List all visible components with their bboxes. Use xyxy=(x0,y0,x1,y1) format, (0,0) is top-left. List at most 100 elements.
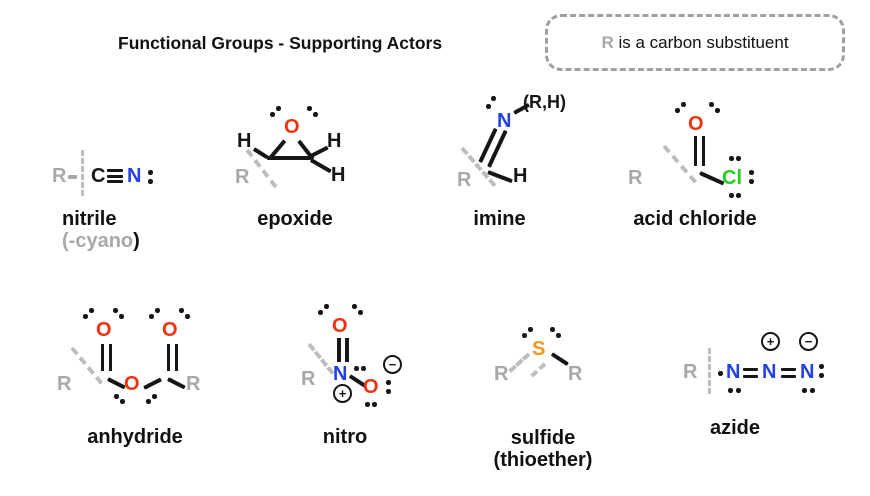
sulfide-r2: R xyxy=(568,363,583,385)
acid-chloride-o: O xyxy=(688,113,704,135)
lone-pair-dot xyxy=(386,389,391,394)
cut-mark xyxy=(70,346,104,385)
sulfide-r1: R xyxy=(494,363,509,385)
bond xyxy=(551,352,569,366)
nitro-o-right: O xyxy=(363,376,379,398)
bond xyxy=(167,377,186,389)
lone-pair-dot xyxy=(149,314,154,319)
lone-pair-dot xyxy=(155,308,160,313)
acid-chloride-r: R xyxy=(628,167,643,189)
group-label-nitro: nitro xyxy=(322,426,368,448)
bond-dot xyxy=(718,371,723,376)
bond xyxy=(310,158,332,173)
lone-pair-dot xyxy=(675,108,680,113)
anhydride-o-central: O xyxy=(124,373,140,395)
lone-pair-dot xyxy=(119,314,124,319)
r-note-rest: is a carbon substituent xyxy=(613,32,789,52)
sulfide-s: S xyxy=(532,338,546,360)
epoxide-h: H xyxy=(331,164,346,186)
lone-pair-dot xyxy=(819,373,824,378)
lone-pair-dot xyxy=(810,388,815,393)
epoxide-o: O xyxy=(284,116,300,138)
lone-pair-dot xyxy=(372,402,377,407)
lone-pair-dot xyxy=(152,394,157,399)
lone-pair-dot xyxy=(522,333,527,338)
imine-r: R xyxy=(457,169,472,191)
acid-chloride-cl: Cl xyxy=(722,167,742,189)
cut-mark xyxy=(708,348,711,394)
lone-pair-dot xyxy=(318,310,323,315)
lone-pair-dot xyxy=(486,104,491,109)
lone-pair-dot xyxy=(313,112,318,117)
lone-pair-dot xyxy=(352,304,357,309)
minus-charge: − xyxy=(383,355,402,374)
imine-substituent: (R,H) xyxy=(523,92,566,112)
lone-pair-dot xyxy=(307,106,312,111)
lone-pair-dot xyxy=(729,193,734,198)
anhydride-r1: R xyxy=(57,373,72,395)
double-bond xyxy=(108,344,112,371)
lone-pair-dot xyxy=(120,399,125,404)
epoxide-h: H xyxy=(327,130,342,152)
lone-pair-dot xyxy=(324,304,329,309)
r-note-box: R is a carbon substituent xyxy=(545,14,845,71)
epoxide-h: H xyxy=(237,130,252,152)
plus-charge: + xyxy=(761,332,780,351)
lone-pair-dot xyxy=(361,366,366,371)
anhydride-o1: O xyxy=(96,319,112,341)
lone-pair-dot xyxy=(736,156,741,161)
lone-pair-dot xyxy=(729,156,734,161)
imine-h: H xyxy=(513,165,528,187)
lone-pair-dot xyxy=(148,170,153,175)
lone-pair-dot xyxy=(89,308,94,313)
lone-pair-dot xyxy=(491,96,496,101)
anhydride-r2: R xyxy=(186,373,201,395)
lone-pair-dot xyxy=(179,308,184,313)
nitro-o-top: O xyxy=(332,315,348,337)
lone-pair-dot xyxy=(354,366,359,371)
lone-pair-dot xyxy=(728,388,733,393)
page-title: Functional Groups - Supporting Actors xyxy=(118,33,443,53)
lone-pair-dot xyxy=(736,388,741,393)
triple-bond xyxy=(107,180,123,183)
lone-pair-dot xyxy=(114,394,119,399)
bond xyxy=(267,156,311,160)
bond xyxy=(68,175,77,179)
bond xyxy=(107,377,126,389)
bond xyxy=(699,171,725,185)
group-sublabel-sulfide: (thioether) xyxy=(493,449,593,471)
cut-mark xyxy=(530,362,547,378)
imine-n: N xyxy=(497,110,512,132)
double-bond xyxy=(166,344,170,371)
lone-pair-dot xyxy=(736,193,741,198)
double-bond xyxy=(100,344,104,371)
plus-charge: + xyxy=(333,384,352,403)
bond xyxy=(143,377,162,390)
minus-charge: − xyxy=(799,332,818,351)
double-bond xyxy=(337,338,341,362)
lone-pair-dot xyxy=(148,179,153,184)
group-label-imine: imine xyxy=(473,208,526,230)
azide-n2: N xyxy=(762,361,777,383)
lone-pair-dot xyxy=(113,308,118,313)
lone-pair-dot xyxy=(802,388,807,393)
lone-pair-dot xyxy=(146,399,151,404)
double-bond xyxy=(701,136,705,166)
group-label-sulfide: sulfide xyxy=(510,427,576,449)
nitro-r: R xyxy=(301,368,316,390)
lone-pair-dot xyxy=(528,327,533,332)
group-label-azide: azide xyxy=(709,417,761,439)
lone-pair-dot xyxy=(358,310,363,315)
double-bond xyxy=(345,338,349,362)
epoxide-r: R xyxy=(235,166,250,188)
nitrile-r: R xyxy=(52,165,67,187)
double-bond xyxy=(781,375,796,379)
lone-pair-dot xyxy=(715,108,720,113)
group-label-epoxide: epoxide xyxy=(257,208,333,230)
r-note-text: R is a carbon substituent xyxy=(601,33,788,53)
nitro-n: N xyxy=(333,363,348,385)
cut-mark xyxy=(81,150,84,196)
lone-pair-dot xyxy=(83,314,88,319)
group-sublabel-nitrile: (-cyano) xyxy=(62,230,140,252)
